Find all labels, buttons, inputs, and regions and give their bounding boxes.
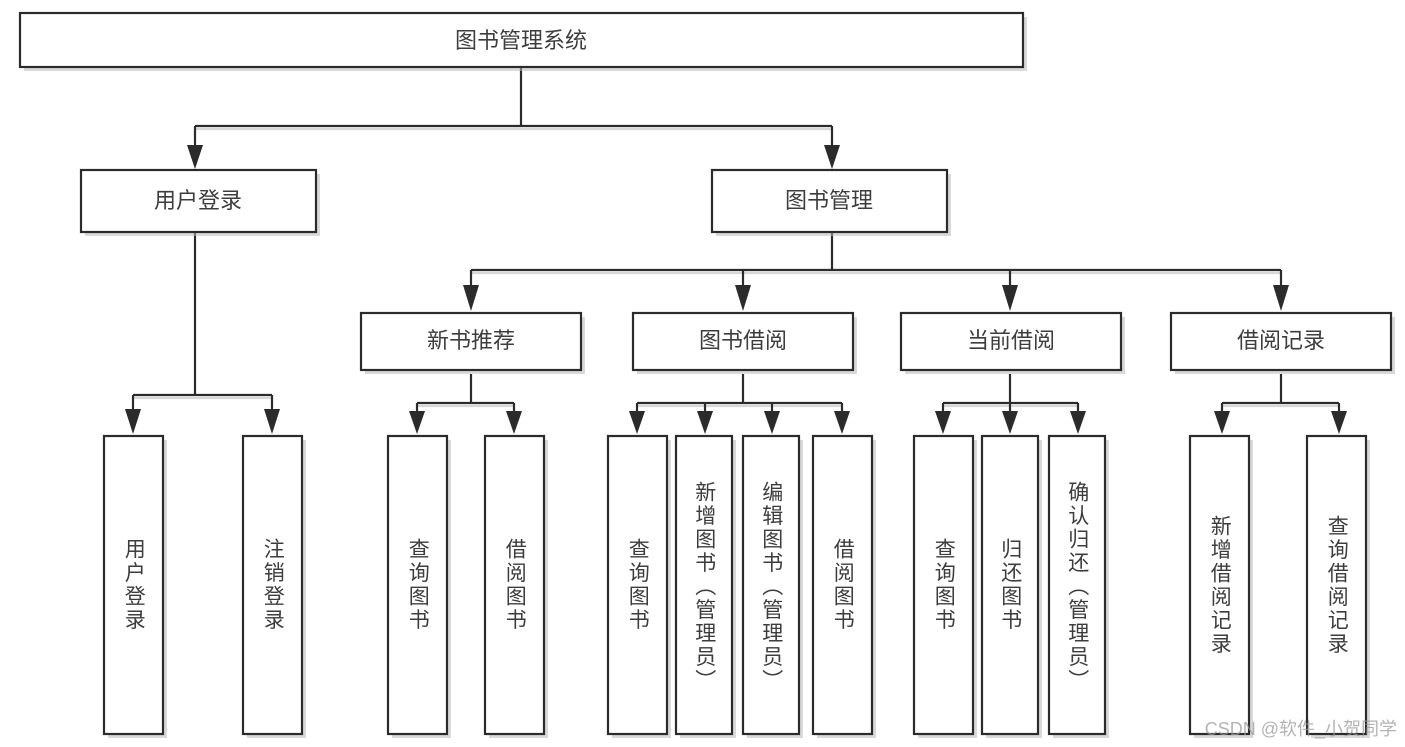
node-leaf-query-book-1[interactable] (386, 434, 451, 738)
node-book-borrow-label: 图书借阅 (699, 328, 787, 353)
arrow-to-leaf-borrow-book-1 (506, 411, 522, 434)
node-current-borrow-label: 当前借阅 (967, 328, 1055, 353)
arrow-to-leaf-user-logout (264, 409, 280, 434)
arrow-to-leaf-add-record (1214, 411, 1230, 434)
node-root[interactable]: 图书管理系统 (18, 11, 1027, 71)
node-leaf-borrow-book-1[interactable] (483, 434, 548, 738)
node-book-management-label: 图书管理 (785, 188, 873, 213)
arrow-to-leaf-confirm-return (1070, 411, 1086, 434)
arrow-to-book-management (824, 145, 840, 169)
node-book-borrow[interactable]: 图书借阅 (631, 311, 857, 374)
node-user-login[interactable]: 用户登录 (79, 168, 320, 236)
arrow-to-leaf-query-record (1331, 411, 1347, 434)
node-leaf-query-book-2[interactable] (606, 434, 671, 738)
node-current-borrow[interactable]: 当前借阅 (899, 311, 1125, 374)
arrow-to-borrow-record (1273, 285, 1289, 311)
node-borrow-record[interactable]: 借阅记录 (1169, 311, 1395, 374)
node-leaf-query-record[interactable] (1305, 434, 1370, 738)
arrow-to-leaf-return-book (1002, 411, 1018, 434)
arrow-to-leaf-query-book-1 (409, 411, 425, 434)
arrow-to-leaf-add-book (697, 411, 713, 434)
arrow-to-new-book-recommend (463, 285, 479, 311)
node-leaf-edit-book[interactable] (741, 434, 803, 738)
node-leaf-borrow-book-2[interactable] (811, 434, 876, 738)
node-root-label: 图书管理系统 (455, 28, 587, 53)
arrow-to-leaf-edit-book (764, 411, 780, 434)
node-leaf-user-logout[interactable] (241, 434, 306, 738)
node-leaf-add-book[interactable] (674, 434, 736, 738)
arrow-to-leaf-user-login (125, 409, 141, 434)
leaf-boxes (102, 434, 1370, 738)
arrow-to-leaf-query-book-3 (935, 411, 951, 434)
node-book-management[interactable]: 图书管理 (710, 168, 951, 236)
arrow-to-user-login (187, 145, 203, 169)
arrow-to-leaf-query-book-2 (629, 411, 645, 434)
node-borrow-record-label: 借阅记录 (1237, 328, 1325, 353)
node-leaf-return-book[interactable] (980, 434, 1042, 738)
node-leaf-user-login[interactable] (102, 434, 167, 738)
arrow-to-leaf-borrow-book-2 (834, 411, 850, 434)
connectors (125, 67, 1347, 434)
node-leaf-confirm-return[interactable] (1047, 434, 1109, 738)
arrow-to-book-borrow (735, 285, 751, 311)
node-user-login-label: 用户登录 (154, 188, 242, 213)
arrow-to-current-borrow (1002, 285, 1018, 311)
node-new-book-recommend[interactable]: 新书推荐 (359, 311, 585, 374)
node-leaf-query-book-3[interactable] (912, 434, 977, 738)
node-new-book-recommend-label: 新书推荐 (427, 328, 515, 353)
csdn-watermark: CSDN @软件_小贺同学 (1204, 719, 1397, 739)
node-leaf-add-record[interactable] (1188, 434, 1253, 738)
